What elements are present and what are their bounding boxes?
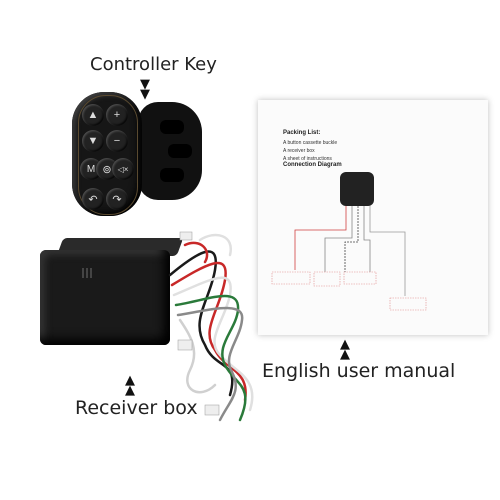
receiver-box-label: Receiver box bbox=[75, 397, 198, 419]
packing-item-3: A sheet of instructions bbox=[283, 156, 332, 162]
answer-call-button[interactable]: ↶ bbox=[82, 188, 104, 210]
up-arrow-icon: ▲▲ bbox=[125, 373, 135, 398]
down-button[interactable]: ▼ bbox=[82, 130, 104, 152]
volume-up-button[interactable]: + bbox=[106, 104, 128, 126]
up-button[interactable]: ▲ bbox=[82, 104, 104, 126]
down-arrow-icon: ▼▼ bbox=[140, 77, 150, 102]
controller-key-label: Controller Key bbox=[90, 54, 217, 75]
up-arrow-icon: ▲▲ bbox=[340, 337, 350, 362]
manual-label: English user manual bbox=[262, 360, 456, 382]
packing-item-1: A button cassette buckle bbox=[283, 140, 338, 146]
packing-item-2: A receiver box bbox=[283, 148, 315, 154]
receiver-vent bbox=[82, 268, 92, 278]
volume-down-button[interactable]: − bbox=[106, 130, 128, 152]
hangup-call-button[interactable]: ↷ bbox=[106, 188, 128, 210]
steering-clamp bbox=[138, 102, 202, 200]
mute-button[interactable]: ◁× bbox=[112, 158, 134, 180]
packing-list-title: Packing List: bbox=[283, 130, 321, 136]
diagram-receiver-box bbox=[340, 172, 374, 206]
connection-diagram-title: Connection Diagram bbox=[283, 162, 342, 168]
receiver-box bbox=[40, 250, 170, 345]
controller-trim bbox=[78, 95, 138, 215]
user-manual bbox=[258, 100, 488, 335]
